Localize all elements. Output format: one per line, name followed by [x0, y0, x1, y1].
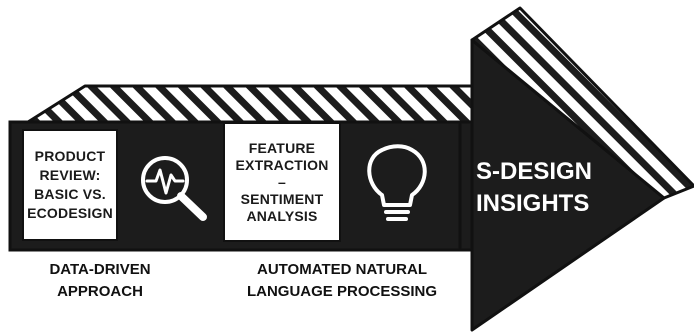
step-box-feature-extraction: FEATURE EXTRACTION – SENTIMENT ANALYSIS	[223, 122, 341, 242]
step-box-label: FEATURE EXTRACTION – SENTIMENT ANALYSIS	[235, 139, 329, 224]
lightbulb-icon	[367, 144, 427, 221]
outcome-label: S-DESIGN INSIGHTS	[476, 158, 593, 217]
step-box-product-review: PRODUCT REVIEW: BASIC VS. ECODESIGN	[22, 129, 118, 241]
step-box-label: PRODUCT REVIEW: BASIC VS. ECODESIGN	[27, 148, 113, 221]
arrow-top-band	[26, 84, 474, 124]
analytics-magnifier-icon	[141, 156, 207, 221]
arrow-head-bevel	[470, 6, 694, 200]
step-caption-data-driven: DATA-DRIVEN APPROACH	[49, 261, 151, 300]
step-caption-nlp: AUTOMATED NATURAL LANGUAGE PROCESSING	[246, 261, 438, 300]
